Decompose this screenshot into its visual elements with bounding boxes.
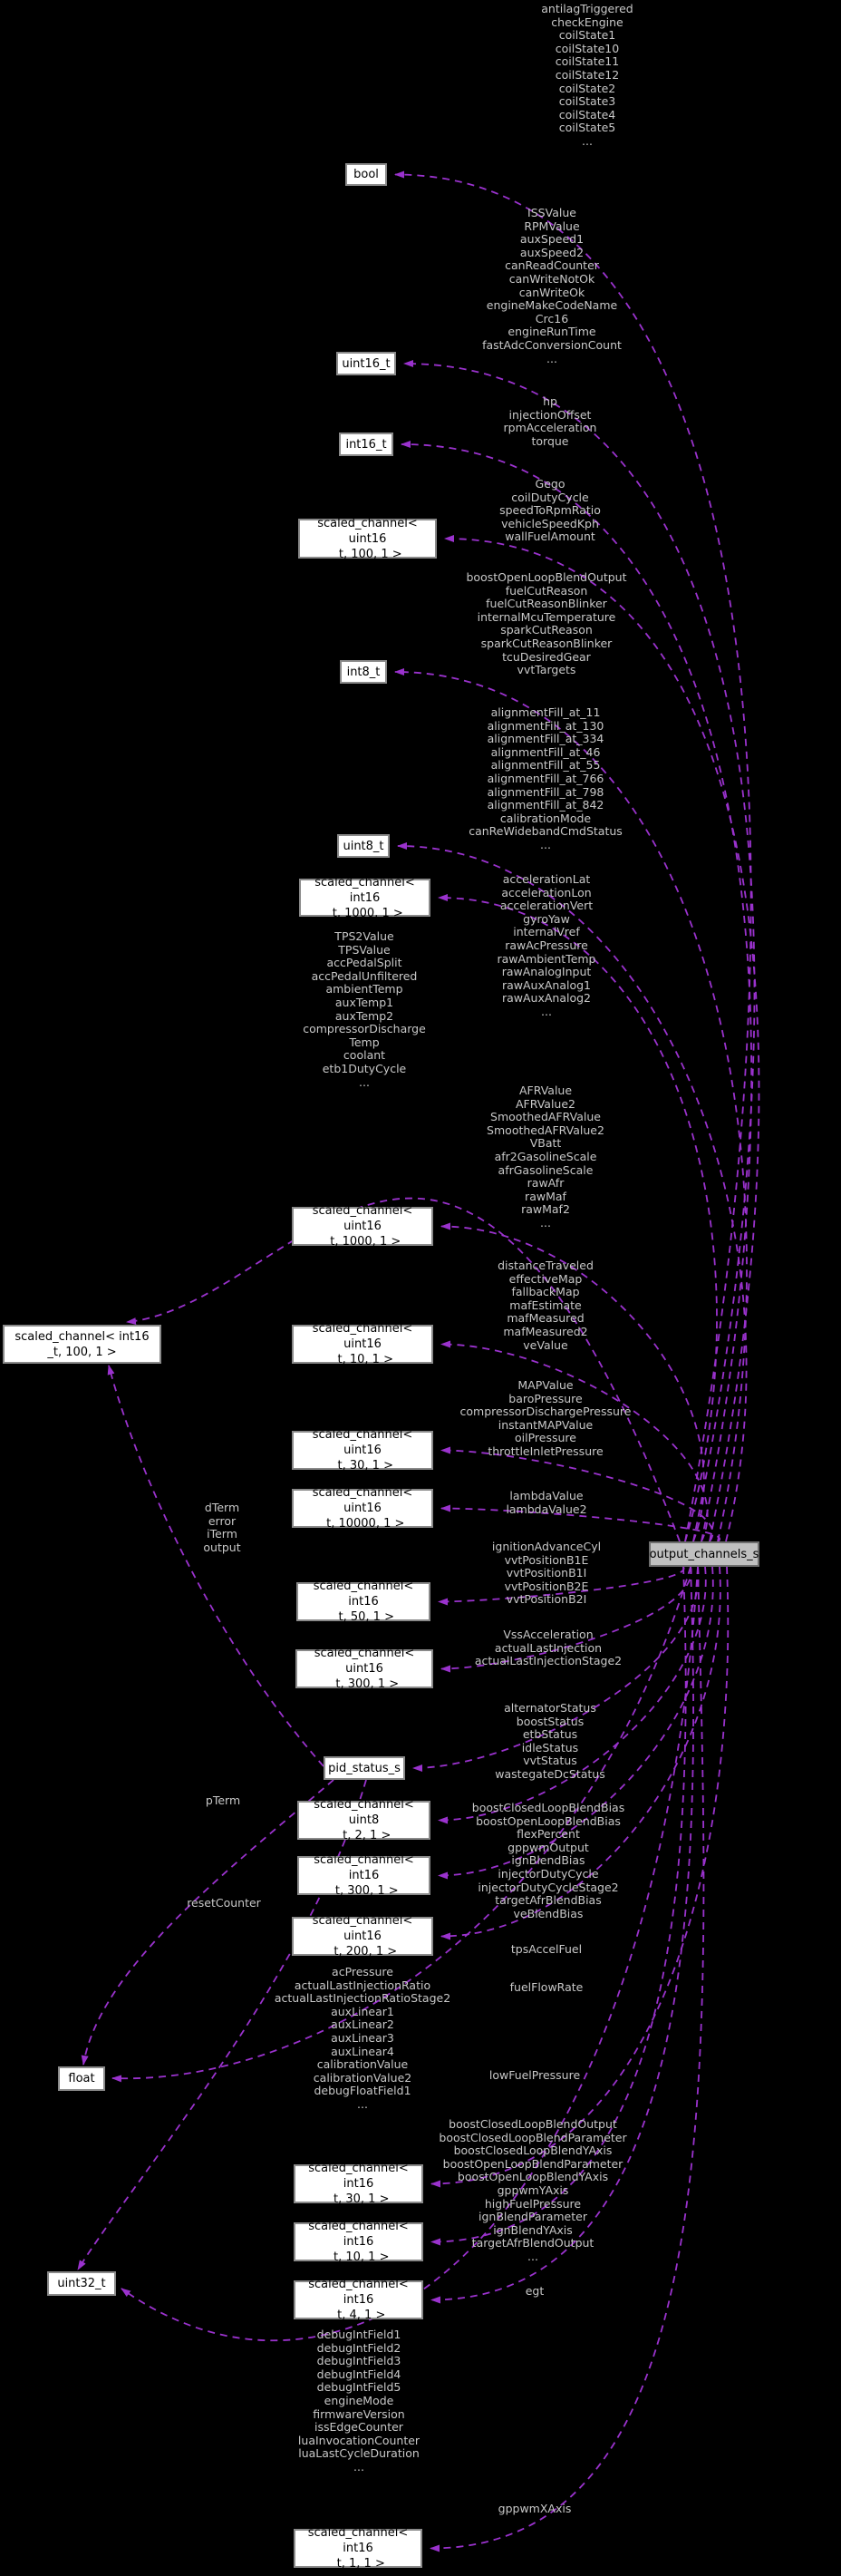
node-sc_i16_1[interactable]: scaled_channel< int16 _t, 1, 1 > bbox=[294, 2526, 422, 2571]
edge-label-lbl_int16: hp injectionOffset rpmAcceleration torqu… bbox=[503, 394, 597, 448]
edge-output_channels_s-to-sc_u16_100 bbox=[444, 535, 760, 1542]
node-sc_i16_1000[interactable]: scaled_channel< int16 _t, 1000, 1 > bbox=[299, 876, 430, 920]
edge-label-lbl_u16_10000: lambdaValue lambdaValue2 bbox=[506, 1489, 587, 1516]
edge-label-lbl_u16_30: MAPValue baroPressure compressorDischarg… bbox=[459, 1378, 632, 1458]
node-uint16_t[interactable]: uint16_t bbox=[336, 352, 396, 375]
edge-label-lbl_lowfuel: lowFuelPressure bbox=[488, 2068, 581, 2082]
edge-output_channels_s-to-sc_i16_1 bbox=[430, 1566, 705, 2552]
edge-pid_status_s-to-sc_left_i16_100 bbox=[107, 1365, 324, 1767]
edge-output_channels_s-to-sc_i16_1000 bbox=[438, 894, 718, 1542]
node-uint32_t[interactable]: uint32_t bbox=[47, 2271, 116, 2296]
node-sc_u16_100[interactable]: scaled_channel< uint16 _t, 100, 1 > bbox=[298, 517, 437, 561]
node-sc_u16_200[interactable]: scaled_channel< uint16 _t, 200, 1 > bbox=[292, 1914, 433, 1959]
node-int16_t[interactable]: int16_t bbox=[339, 433, 393, 456]
edge-output_channels_s-to-int8_t bbox=[394, 668, 748, 1542]
edge-label-lbl_uint16: ISSValue RPMValue auxSpeed1 auxSpeed2 ca… bbox=[482, 206, 622, 365]
edge-pid_status_s-to-float bbox=[81, 1779, 334, 2066]
node-sc_i16_300[interactable]: scaled_channel< int16 _t, 300, 1 > bbox=[297, 1853, 430, 1898]
edge-output_channels_s-to-sc_i16_10 bbox=[430, 1566, 687, 2246]
edge-output_channels_s-to-uint32_t bbox=[121, 1566, 699, 2342]
edge-output_channels_s-to-bool bbox=[394, 170, 752, 1542]
edge-output_channels_s-to-sc_i16_30 bbox=[430, 1566, 730, 2188]
edge-label-lbl_gppwmx: gppwmXAxis bbox=[498, 2502, 572, 2515]
node-sc_i16_30[interactable]: scaled_channel< int16 _t, 30, 1 > bbox=[294, 2162, 423, 2206]
node-sc_left_i16_100[interactable]: scaled_channel< int16 _t, 100, 1 > bbox=[3, 1325, 161, 1364]
node-pid_status_s[interactable]: pid_status_s bbox=[324, 1756, 405, 1780]
edge-label-lbl_u8_2: boostClosedLoopBlendBias boostOpenLoopBl… bbox=[471, 1801, 625, 1920]
node-sc_i16_10[interactable]: scaled_channel< int16 _t, 10, 1 > bbox=[294, 2220, 423, 2264]
edge-output_channels_s-to-sc_i16_300 bbox=[438, 1566, 714, 1880]
edge-label-lbl_u16_1000: AFRValue AFRValue2 SmoothedAFRValue Smoo… bbox=[487, 1084, 604, 1230]
edge-output_channels_s-to-sc_u16_200 bbox=[440, 1566, 721, 1940]
edge-output_channels_s-to-float bbox=[111, 1566, 691, 2083]
edge-output_channels_s-to-sc_u16_1000 bbox=[440, 1222, 705, 1542]
edge-label-lbl_i16_10: boostClosedLoopBlendOutput boostClosedLo… bbox=[439, 2117, 627, 2263]
edge-label-lbl_int8: boostOpenLoopBlendOutput fuelCutReason f… bbox=[466, 570, 627, 677]
node-sc_u16_30[interactable]: scaled_channel< uint16 _t, 30, 1 > bbox=[292, 1428, 433, 1473]
edge-label-lbl_i16_1000: accelerationLat accelerationLon accelera… bbox=[497, 872, 596, 1018]
edge-label-lbl_pterm: pTerm bbox=[205, 1793, 241, 1807]
edge-label-lbl_i16_50: ignitionAdvanceCyl vvtPositionB1E vvtPos… bbox=[491, 1540, 602, 1607]
edge-label-lbl_bool: antilagTriggered checkEngine coilState1 … bbox=[541, 2, 633, 148]
edge-pid_status_s-to-uint32_t bbox=[77, 1779, 367, 2270]
edge-label-lbl_egt: egt bbox=[525, 2284, 545, 2298]
edge-output_channels_s-to-sc_u8_2 bbox=[438, 1566, 707, 1824]
edge-label-lbl_acpressure: acPressure actualLastInjectionRatio actu… bbox=[274, 1965, 451, 2111]
edge-output_channels_s-to-uint8_t bbox=[397, 842, 748, 1542]
node-sc_u16_300[interactable]: scaled_channel< uint16 _t, 300, 1 > bbox=[295, 1647, 433, 1691]
edge-label-lbl_left_100: TPS2Value TPSValue accPedalSplit accPeda… bbox=[303, 929, 426, 1089]
node-sc_u16_10000[interactable]: scaled_channel< uint16 _t, 10000, 1 > bbox=[292, 1486, 433, 1531]
edge-label-lbl_uint8: alignmentFill_at_11 alignmentFill_at_130… bbox=[469, 705, 623, 851]
edge-label-lbl_pid: alternatorStatus boostStatus etbStatus i… bbox=[495, 1701, 605, 1781]
node-sc_i16_50[interactable]: scaled_channel< int16 _t, 50, 1 > bbox=[296, 1580, 430, 1624]
edge-label-lbl_fuelflow: fuelFlowRate bbox=[509, 1980, 584, 1994]
node-sc_u8_2[interactable]: scaled_channel< uint8 _t, 2, 1 > bbox=[297, 1798, 430, 1842]
edge-output_channels_s-to-sc_i16_50 bbox=[438, 1566, 685, 1606]
node-sc_u16_10[interactable]: scaled_channel< uint16 _t, 10, 1 > bbox=[292, 1322, 433, 1366]
edge-output_channels_s-to-sc_u16_30 bbox=[440, 1446, 714, 1542]
edge-output_channels_s-to-uint16_t bbox=[403, 360, 756, 1542]
edge-label-lbl_dterm: dTerm error iTerm output bbox=[203, 1501, 241, 1554]
edge-label-lbl_uint32: debugIntField1 debugIntField2 debugIntFi… bbox=[297, 2328, 420, 2474]
node-bool[interactable]: bool bbox=[345, 163, 387, 186]
edge-label-lbl_u16_300: VssAcceleration actualLastInjection actu… bbox=[474, 1628, 623, 1668]
node-uint8_t[interactable]: uint8_t bbox=[337, 834, 390, 858]
edge-output_channels_s-to-sc_u16_10000 bbox=[440, 1504, 721, 1542]
node-sc_u16_1000[interactable]: scaled_channel< uint16 _t, 1000, 1 > bbox=[292, 1204, 433, 1249]
edge-label-lbl_u16_100: Gego coilDutyCycle speedToRpmRatio vehic… bbox=[499, 477, 601, 544]
edge-label-lbl_u16_10: distanceTraveled effectiveMap fallbackMa… bbox=[498, 1259, 594, 1352]
edge-output_channels_s-to-sc_left_i16_100 bbox=[126, 1197, 681, 1542]
node-int8_t[interactable]: int8_t bbox=[340, 660, 387, 684]
edge-label-lbl_tpsaccel: tpsAccelFuel bbox=[510, 1942, 583, 1956]
node-sc_i16_4[interactable]: scaled_channel< int16 _t, 4, 1 > bbox=[294, 2278, 423, 2322]
node-output_channels_s: output_channels_s bbox=[649, 1541, 759, 1567]
edge-label-lbl_reset: resetCounter bbox=[187, 1896, 261, 1910]
node-float[interactable]: float bbox=[58, 2066, 105, 2091]
